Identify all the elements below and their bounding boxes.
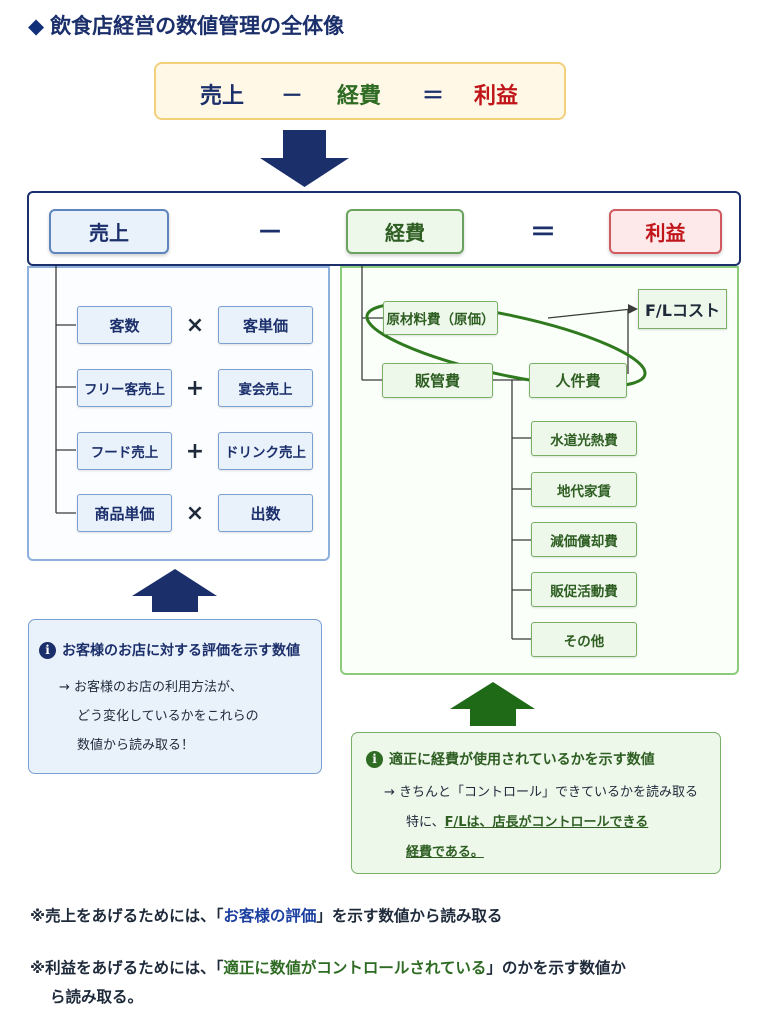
raw-material-cost-box: 原材料費（原価） [383,301,498,335]
expenses-info-prefix: 特に、 [406,815,445,830]
note-text: 」のかを示す数値か [486,959,626,977]
info-icon: i [39,641,56,659]
sales-info-line: 数値から読み取る！ [77,738,195,753]
sales-info-line: どう変化しているかをこれらの [77,709,259,724]
note-text: 」を示す数値から読み取る [316,907,503,925]
utilities-box: 水道光熱費 [531,421,637,456]
quantity-sold-box: 出数 [218,494,313,532]
formula-box: 売上 － 経費 ＝ 利益 [154,62,566,120]
food-sales-box: フード売上 [77,432,172,470]
up-arrow-icon [132,569,217,612]
note-text: ※利益をあげるためには、「 [30,959,224,977]
right-arrow-icon [628,304,638,314]
unit-price-box: 商品単価 [77,494,172,532]
expenses-info-title: i 適正に経費が使用されているかを示す数値 [366,749,655,769]
walk-in-sales-box: フリー客売上 [77,369,172,407]
expenses-info-line: 特に、F/Lは、店長がコントロールできる [406,811,648,830]
expenses-info-title-text: 適正に経費が使用されているかを示す数値 [389,752,655,768]
banquet-sales-box: 宴会売上 [218,369,313,407]
sales-info-line: → お客様のお店の利用方法が、 [59,680,243,695]
formula-equals: ＝ [422,84,445,109]
note-profit-continued: ら読み取る。 [50,988,144,1006]
note-sales: ※売上をあげるためには、「お客様の評価」を示す数値から読み取る [30,904,502,926]
plus-sign: + [185,438,205,464]
fl-highlight-ellipse [365,301,647,389]
expenses-info-line: → きちんと「コントロール」できているかを読み取る [384,785,699,800]
drink-sales-box: ドリンク売上 [218,432,313,470]
multiply-sign: × [185,500,205,526]
rent-box: 地代家賃 [531,472,637,507]
plus-sign: + [185,375,205,401]
down-arrow-icon [260,130,349,187]
diamond-bullet-icon: ◆ [28,14,45,38]
expenses-info-line: 経費である。 [406,841,484,860]
minus-sign: － [256,217,283,248]
page-title: ◆飲食店経営の数値管理の全体像 [28,10,344,40]
expenses-info-underlined: F/Lは、店長がコントロールできる [444,815,649,830]
note-profit: ※利益をあげるためには、「適正に数値がコントロールされている」のかを示す数値か [30,956,626,978]
sales-header: 売上 [49,209,169,254]
sales-info-title-text: お客様のお店に対する評価を示す数値 [62,643,300,659]
formula-minus: － [281,84,304,109]
formula-profit: 利益 [474,84,519,109]
note-highlight: 適正に数値がコントロールされている [223,959,487,977]
page-title-text: 飲食店経営の数値管理の全体像 [50,14,345,38]
formula-expenses: 経費 [337,84,382,109]
labor-cost-box: 人件費 [529,363,627,398]
equals-sign: ＝ [529,217,556,248]
other-expenses-box: その他 [531,622,637,657]
fl-cost-box: F/Lコスト [638,289,727,329]
up-arrow-icon [450,682,535,726]
formula-sales: 売上 [200,84,245,109]
sga-expenses-box: 販管費 [382,363,493,398]
expenses-info-box: i 適正に経費が使用されているかを示す数値 → きちんと「コントロール」できている… [351,732,721,874]
expenses-info-underlined: 経費である。 [406,845,484,860]
expenses-header: 経費 [346,209,464,254]
customer-count-box: 客数 [77,306,172,344]
note-text: ※売上をあげるためには、「 [30,907,224,925]
sales-info-box: i お客様のお店に対する評価を示す数値 → お客様のお店の利用方法が、 どう変化し… [28,619,322,774]
multiply-sign: × [185,312,205,338]
note-highlight: お客様の評価 [223,907,317,925]
sales-info-title: i お客様のお店に対する評価を示す数値 [39,640,300,660]
profit-header: 利益 [609,209,722,254]
info-icon: i [366,750,383,768]
promotion-box: 販促活動費 [531,572,637,607]
depreciation-box: 減価償却費 [531,522,637,557]
average-spend-box: 客単価 [218,306,313,344]
